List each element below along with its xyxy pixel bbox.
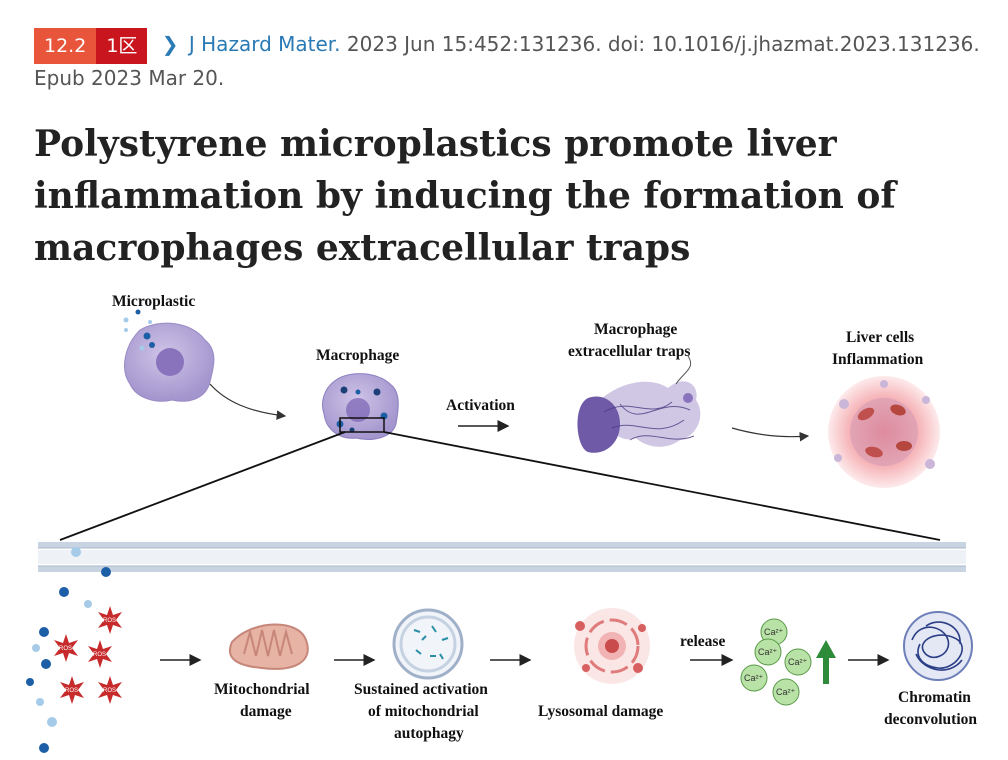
mitochondrion-icon: [229, 623, 309, 670]
calcium-label: Ca²⁺: [764, 627, 784, 637]
activation-label: Activation: [446, 397, 515, 414]
ros-label: ROS: [103, 688, 116, 694]
liver-label-line1: Liver cells: [846, 329, 914, 346]
met-label-line1: Macrophage: [594, 321, 677, 338]
calcium-label: Ca²⁺: [744, 673, 764, 683]
autophagy-label-line1: Sustained activation: [354, 681, 488, 698]
mito-label-line1: Mitochondrial: [214, 681, 310, 698]
epub-date: Epub 2023 Mar 20.: [34, 66, 225, 90]
microplastic-label: Microplastic: [112, 293, 195, 310]
graphical-abstract: Microplastic Macrophage Activation Macro…: [26, 293, 977, 753]
release-label: release: [680, 633, 725, 650]
journal-link[interactable]: J Hazard Mater.: [188, 32, 341, 56]
autophagy-label-line2: of mitochondrial: [368, 703, 479, 720]
article-title: Polystyrene microplastics promote liver …: [34, 123, 896, 269]
calcium-ions-icon: Ca²⁺ Ca²⁺ Ca²⁺ Ca²⁺ Ca²⁺: [740, 618, 812, 706]
chromatin-label-line1: Chromatin: [898, 689, 971, 706]
calcium-label: Ca²⁺: [788, 657, 808, 667]
calcium-label: Ca²⁺: [758, 647, 778, 657]
ros-label: ROS: [103, 618, 116, 624]
internalized-microplastics-icon: [26, 547, 111, 753]
impact-factor-badge: 12.2: [34, 27, 97, 64]
macrophage-label: Macrophage: [316, 347, 399, 364]
cell-membrane: [38, 542, 966, 572]
chromatin-icon: [903, 611, 973, 681]
increase-arrow-icon: [816, 640, 836, 684]
ros-label: ROS: [93, 652, 106, 658]
quartile-badge: 1区: [96, 27, 148, 64]
chromatin-label-line2: deconvolution: [884, 711, 977, 728]
ros-cluster-icon: ROS ROS ROS ROS ROS: [54, 606, 122, 704]
resting-macrophage-icon: [124, 322, 215, 402]
liver-label-line2: Inflammation: [832, 351, 924, 368]
ros-label: ROS: [59, 646, 72, 652]
chevron-right-icon[interactable]: ❯: [161, 32, 179, 56]
calcium-label: Ca²⁺: [776, 687, 796, 697]
autophagosome-icon: [392, 608, 464, 680]
microplastic-particles-icon: [123, 309, 152, 332]
met-label-line2: extracellular traps: [568, 343, 690, 360]
macrophage-icon: [322, 373, 399, 440]
ros-label: ROS: [65, 688, 78, 694]
autophagy-label-line3: autophagy: [394, 725, 464, 742]
lysosome-icon: [574, 608, 650, 684]
citation-text: 2023 Jun 15:452:131236. doi: 10.1016/j.j…: [346, 32, 980, 56]
mito-label-line2: damage: [240, 703, 292, 720]
inflamed-liver-cell-icon: [828, 376, 940, 488]
lysosome-label: Lysosomal damage: [538, 703, 663, 720]
extracellular-traps-icon: [577, 355, 701, 453]
